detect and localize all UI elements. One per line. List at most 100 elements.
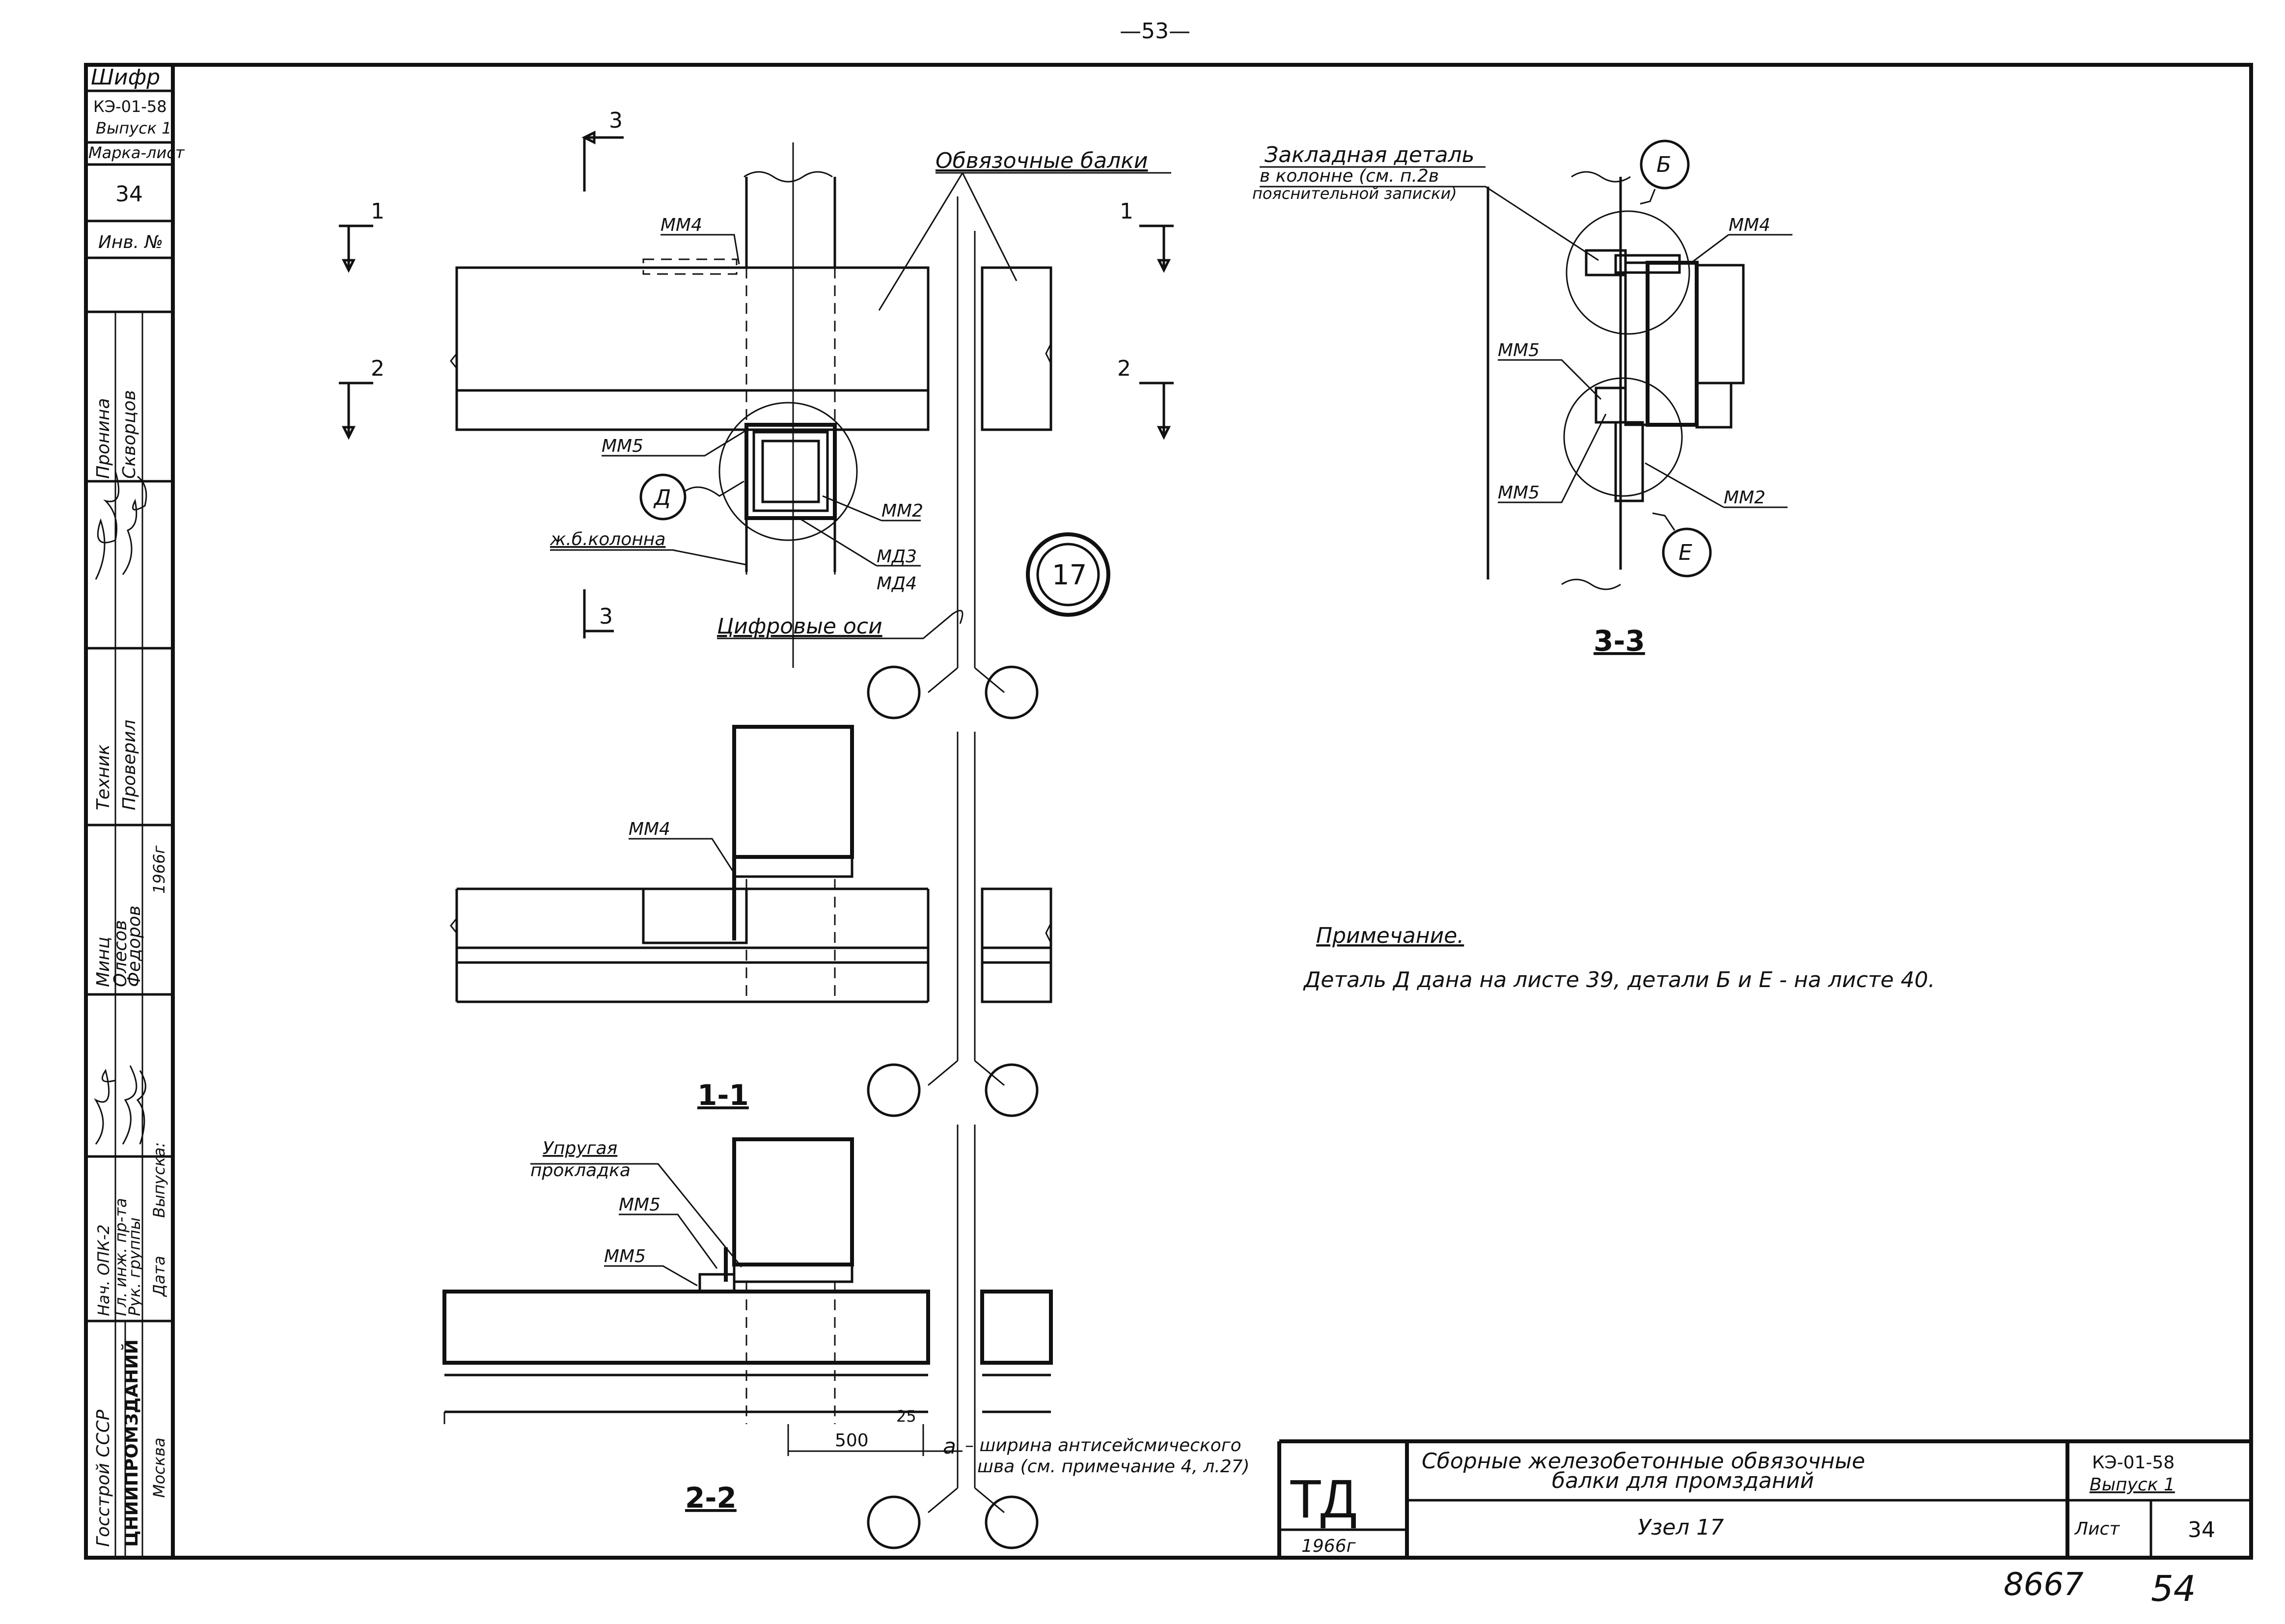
section-2-2-title: 2-2: [685, 1481, 737, 1514]
stamp-role-2: Проверил: [119, 719, 139, 810]
detail-e-circle: [1563, 377, 1683, 497]
node-marker-outer: [1026, 532, 1110, 617]
dim-25: 25: [896, 1407, 916, 1426]
signature-4: [122, 1065, 138, 1145]
title-line-2: балки для промзданий: [1552, 1468, 1814, 1493]
section-3-3: Закладная деталь в колонне (см. п.2в поя…: [1252, 139, 1792, 658]
label-pad-1: Упругая: [543, 1138, 617, 1158]
stamp-mark-value: 34: [115, 182, 143, 207]
stamp-city: Москва: [150, 1437, 168, 1498]
stamp-name-1: Пронина: [93, 398, 113, 479]
stamp-position-1: Нач. ОПК-2: [94, 1224, 113, 1316]
label-mm5-plan: ММ5: [602, 436, 643, 456]
stamp-position-3: Рук. группы: [125, 1217, 144, 1316]
stamp-issue: Выпуск 1: [96, 119, 172, 138]
detail-e-marker: [1662, 527, 1712, 578]
signature-1: [95, 471, 120, 580]
sheet-frame: [171, 63, 2253, 1560]
note-title: Примечание.: [1316, 923, 1464, 948]
stamp-year: 1966г: [150, 846, 168, 894]
footer-number-left: 8667: [2004, 1567, 2084, 1603]
title-block: ТД 1966г Сборные железобетонные обвязочн…: [1277, 1439, 2251, 1558]
note-text: Деталь Д дана на листе 39, детали Б и Е …: [1303, 967, 1935, 992]
sheet-value: 34: [2188, 1517, 2215, 1542]
cut-1-left: 1: [371, 199, 385, 224]
label-detail-d: Д: [653, 485, 671, 510]
label-md3: МД3: [877, 547, 917, 567]
label-mm2-3-3: ММ2: [1724, 488, 1765, 508]
label-md4: МД4: [877, 574, 917, 594]
node-number: 17: [1052, 559, 1087, 591]
stamp-issue-label: Выпуска:: [150, 1142, 168, 1218]
label-detail-e: Е: [1679, 540, 1692, 565]
axis-bubble-5: [867, 1495, 921, 1549]
stamp-inv-label: Инв. №: [98, 232, 163, 252]
seam-note-2: шва (см. примечание 4, л.27): [977, 1457, 1250, 1477]
section-2-2-upper-beam: [732, 1137, 854, 1266]
cut-1-right: 1: [1120, 199, 1133, 224]
stamp-org-1: Госстрой СССР: [93, 1409, 113, 1547]
stamp-org-2: ЦНИИПРОМЗДАНИЙ: [121, 1339, 142, 1547]
title-line-1: Сборные железобетонные обвязочные: [1422, 1449, 1865, 1474]
title-subtitle: Узел 17: [1638, 1515, 1724, 1540]
signature-3: [94, 1069, 116, 1145]
label-mm5-3-3-a: ММ5: [1498, 340, 1540, 360]
node-marker-inner: [1036, 543, 1100, 606]
label-mm5-a: ММ5: [619, 1195, 661, 1215]
signature-5: [136, 1070, 146, 1145]
section-1-1-title: 1-1: [697, 1078, 749, 1112]
plan-view: 1 1 2 2 3 3 Обвязочные балки ММ4 ММ5 ММ2…: [339, 108, 1174, 719]
stamp-position-2: Гл. инж. пр-та: [111, 1198, 130, 1316]
title-code: КЭ-01-58: [2092, 1453, 2175, 1473]
seam-note-1: – ширина антисейсмического: [965, 1435, 1241, 1456]
dim-500: 500: [835, 1431, 869, 1451]
label-axes: Цифровые оси: [717, 614, 882, 639]
cut-3-bottom: 3: [599, 604, 613, 629]
axis-bubble-6: [985, 1495, 1039, 1549]
detail-b-circle: [1566, 210, 1690, 335]
stamp-code-label: Шифр: [91, 65, 160, 90]
stamp-name-5: Федоров: [124, 906, 144, 987]
detail-b-marker: [1640, 139, 1690, 190]
stamp-name-2: Скворцов: [119, 390, 139, 479]
title-issue: Выпуск 1: [2090, 1475, 2175, 1495]
footer-number-right: 54: [2151, 1568, 2196, 1609]
stamp-mark-label: Марка-лист: [88, 143, 185, 162]
section-2-2-slab: [442, 1290, 930, 1365]
label-mm4-1-1: ММ4: [629, 819, 670, 839]
label-mm5-b: ММ5: [604, 1246, 646, 1266]
title-block-year: 1966г: [1301, 1536, 1356, 1556]
stamp-date-label: Дата: [150, 1256, 168, 1297]
section-3-3-title: 3-3: [1594, 624, 1645, 658]
axis-bubble-3: [867, 1063, 921, 1117]
detail-d-circle: [718, 402, 858, 541]
sheet-label: Лист: [2074, 1519, 2120, 1539]
axis-bubble-4: [985, 1063, 1039, 1117]
td-logo: ТД: [1289, 1469, 1357, 1529]
section-1-1-upper-beam: [732, 725, 854, 859]
section-3-3-beam: [1646, 261, 1699, 427]
label-mm2-plan: ММ2: [881, 501, 923, 521]
left-stamp: Шифр КЭ-01-58 Выпуск 1 Марка-лист 34 Инв…: [84, 63, 185, 1560]
cut-2-left: 2: [371, 356, 385, 381]
section-2-2: Упругая прокладка ММ5 ММ5 500 25 а – шир…: [442, 1125, 1250, 1549]
label-mm5-3-3-b: ММ5: [1498, 483, 1540, 503]
embed-label-2: в колонне (см. п.2в: [1260, 166, 1439, 186]
stamp-code-value: КЭ-01-58: [93, 97, 167, 116]
label-detail-b: Б: [1656, 152, 1671, 177]
axis-bubble-2: [985, 665, 1039, 719]
axis-bubble-1: [867, 665, 921, 719]
label-mm4-plan: ММ4: [661, 215, 702, 235]
stamp-name-3: Минц: [93, 937, 113, 988]
detail-d-marker: [639, 473, 687, 521]
label-beams: Обвязочные балки: [936, 148, 1148, 173]
signature-2: [122, 475, 147, 575]
embed-label-1: Закладная деталь: [1265, 142, 1475, 167]
cut-3-top: 3: [609, 108, 623, 133]
dim-a: а: [943, 1434, 956, 1459]
stamp-name-4: Олесов: [110, 920, 131, 987]
label-mm4-3-3: ММ4: [1729, 215, 1770, 235]
stamp-role-1: Техник: [93, 744, 113, 810]
